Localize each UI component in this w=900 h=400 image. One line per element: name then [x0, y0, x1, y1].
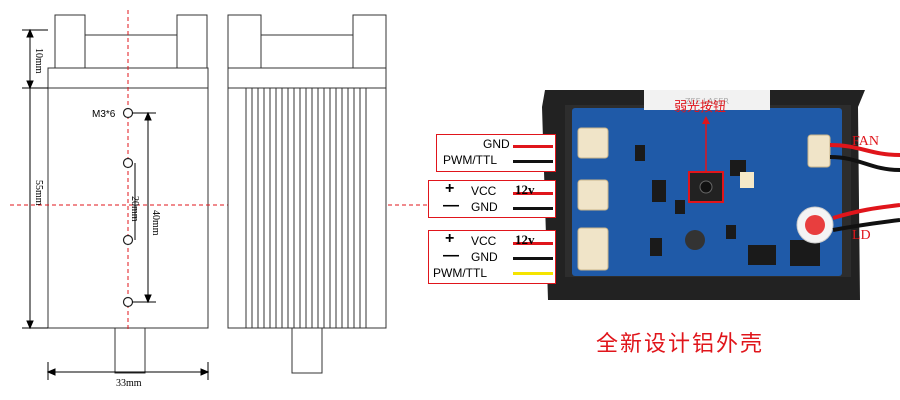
- hole-label: M3*6: [92, 109, 116, 120]
- group3-row3-label: PWM/TTL: [433, 266, 487, 280]
- technical-drawing: M3*6 40mm 20mm 10mm 55mm 33mm: [10, 10, 450, 389]
- side-view-fins: [245, 88, 367, 328]
- power-connector-1-legend: + VCC 12v — GND: [428, 180, 556, 218]
- signal-connector-legend: GND PWM/TTL: [436, 134, 556, 172]
- mount-hole-1: [122, 107, 134, 119]
- mount-hole-4: [122, 296, 134, 308]
- power-connector-2-legend: + VCC 12v — GND PWM/TTL: [428, 230, 556, 284]
- fan-label: FAN: [852, 134, 879, 149]
- group3-row3-wire: [513, 272, 553, 275]
- brand-strip-text: ZEE LASER: [685, 97, 729, 106]
- group2-row1-label: VCC: [471, 184, 497, 198]
- laser-nozzle: [114, 327, 146, 374]
- mount-hole-2: [122, 157, 134, 169]
- group3-row1-label: VCC: [471, 234, 497, 248]
- mount-hole-3: [122, 234, 134, 246]
- ld-label: LD: [852, 228, 871, 243]
- top-plate: [47, 67, 209, 89]
- connector-fan: [807, 134, 831, 168]
- group3-row2-symbol: —: [443, 247, 459, 264]
- group2-row2-label: GND: [471, 200, 498, 214]
- group1-row2-label: PWM/TTL: [443, 153, 497, 167]
- brand-strip: [644, 90, 770, 110]
- connector-signal: [577, 127, 609, 159]
- group3-row2-label: GND: [471, 250, 498, 264]
- fin-left: [54, 14, 86, 69]
- dim-55mm-label: 55mm: [33, 180, 44, 206]
- group1-row1-label: GND: [483, 137, 510, 151]
- fin-middle: [84, 34, 178, 69]
- led-sensor: [740, 172, 754, 188]
- group1-row2-wire: [513, 160, 553, 163]
- dim-button-label: 弱光按钮: [674, 100, 727, 115]
- fin-right: [176, 14, 208, 69]
- group2-row2-symbol: —: [443, 197, 459, 214]
- group3-row2-wire: [513, 257, 553, 260]
- group2-row2-wire: [513, 207, 553, 210]
- dim-33mm-label: 33mm: [116, 378, 142, 389]
- driver-board-photo: ZEE LASER: [542, 90, 900, 300]
- group3-row1-symbol: +: [445, 230, 455, 247]
- group2-row1-symbol: +: [445, 180, 455, 197]
- dim-40mm-label: 40mm: [150, 210, 161, 236]
- group2-row1-voltage: 12v: [515, 182, 535, 197]
- connector-power-1: [577, 179, 609, 211]
- connector-power-2: [577, 227, 609, 271]
- group2-row1-wire: [513, 192, 553, 195]
- dim-20mm-label: 20mm: [129, 196, 140, 222]
- group3-row1-voltage: 12v: [515, 232, 535, 247]
- group1-row1-wire: [513, 145, 553, 148]
- caption: 全新设计铝外壳: [596, 332, 765, 357]
- group3-row1-wire: [513, 242, 553, 245]
- dim-10mm-label: 10mm: [33, 48, 44, 74]
